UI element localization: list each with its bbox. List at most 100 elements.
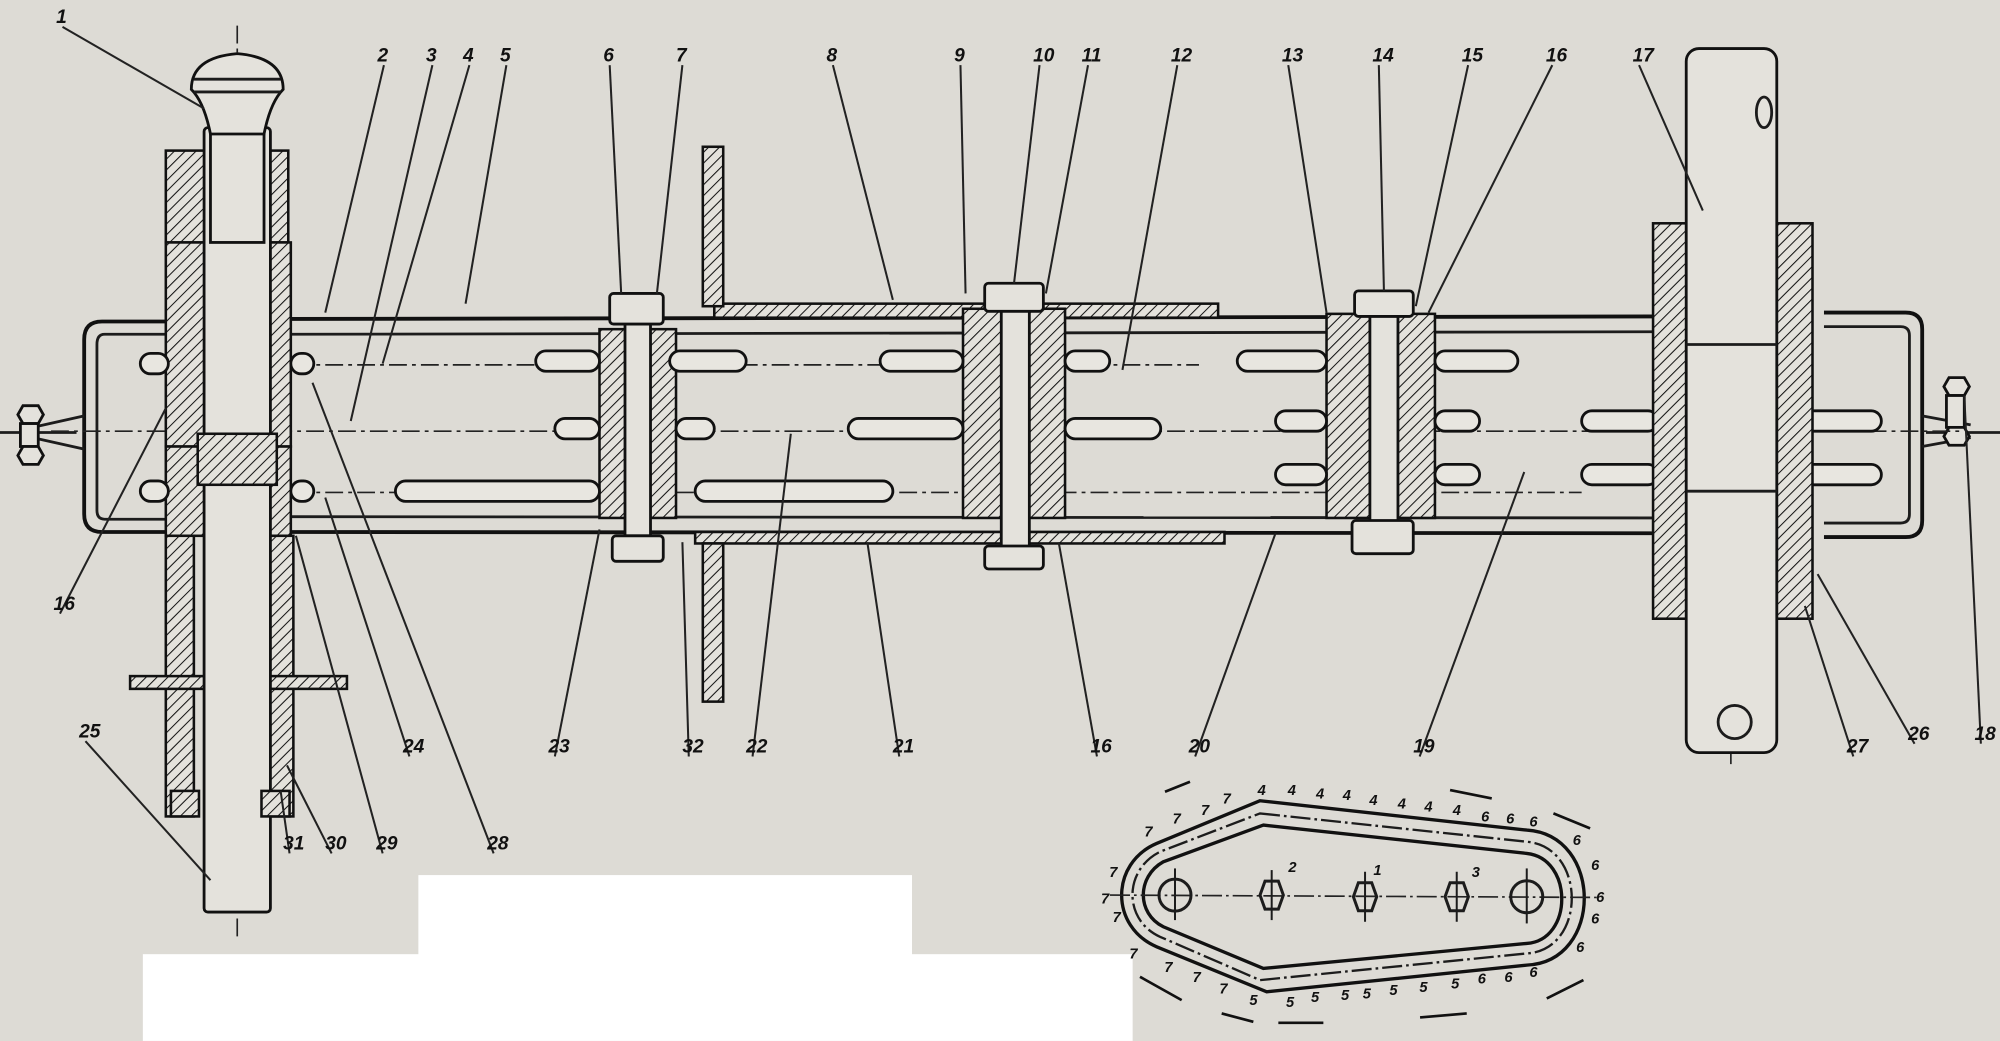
leader-line xyxy=(1638,64,1704,211)
callout-number: 29 xyxy=(375,834,398,855)
intermediate-shaft-3 xyxy=(1325,289,1437,556)
tooth-count-label: 4 xyxy=(1452,803,1461,819)
pin xyxy=(1433,349,1520,373)
tooth-count-label: 6 xyxy=(1591,858,1600,874)
callout-number: 3 xyxy=(426,45,437,66)
leader-line xyxy=(681,542,690,757)
leader-line xyxy=(1816,573,1916,745)
sprocket-label: 2 xyxy=(1287,860,1296,876)
callout-number: 6 xyxy=(603,45,614,66)
tooth-count-label: 5 xyxy=(1389,983,1398,999)
leader-line xyxy=(1044,64,1090,294)
pin xyxy=(693,479,895,503)
tooth-count-label: 7 xyxy=(1144,825,1153,841)
tooth-count-label: 6 xyxy=(1573,833,1582,849)
sprocket-end-right xyxy=(1509,868,1545,924)
callout-number: 8 xyxy=(827,45,838,66)
pin xyxy=(1063,417,1163,441)
leader-line xyxy=(324,497,411,757)
pin xyxy=(1580,462,1660,487)
sprocket-3: 3 xyxy=(1443,865,1480,922)
pin xyxy=(1433,409,1481,433)
tooth-count-label: 5 xyxy=(1249,993,1258,1009)
pin xyxy=(1274,462,1328,487)
output-sprocket xyxy=(1651,47,1814,755)
sprocket-label: 3 xyxy=(1472,865,1480,881)
tooth-count-label: 6 xyxy=(1596,890,1605,906)
tooth-count-label: 5 xyxy=(1363,986,1372,1002)
leader-line xyxy=(464,64,508,304)
callout-number: 27 xyxy=(1846,737,1870,758)
leader-line xyxy=(1418,471,1526,757)
pin xyxy=(1235,349,1328,373)
leader-line xyxy=(608,65,623,294)
callout-number: 4 xyxy=(462,45,474,66)
intermediate-shaft-1 xyxy=(598,292,678,563)
callout-number: 11 xyxy=(1082,45,1102,66)
tooth-count-label: 5 xyxy=(1419,980,1428,996)
leader-line xyxy=(1414,64,1470,307)
tooth-count-label: 7 xyxy=(1173,811,1182,827)
leader-line xyxy=(959,65,967,294)
tooth-count-label: 6 xyxy=(1591,911,1600,927)
callout-number: 16 xyxy=(54,594,76,615)
leader-line xyxy=(1803,605,1855,757)
pin xyxy=(534,349,601,373)
arrow-icon xyxy=(1221,1012,1254,1024)
callout-number: 24 xyxy=(402,737,425,758)
pin xyxy=(846,417,965,441)
leader-line xyxy=(349,64,434,422)
intermediate-shaft-2 xyxy=(961,281,1067,571)
pin xyxy=(138,479,170,503)
leader-line xyxy=(61,25,205,110)
chain-pins xyxy=(138,349,1883,503)
leader-line xyxy=(294,535,384,854)
tooth-count-label: 7 xyxy=(1201,803,1210,819)
leader-line xyxy=(1427,64,1554,314)
leader-line xyxy=(831,64,894,301)
leader-line xyxy=(279,790,291,854)
callout-number: 9 xyxy=(954,45,965,66)
tooth-count-label: 4 xyxy=(1397,796,1406,812)
pin xyxy=(289,352,316,376)
callout-number: 1 xyxy=(56,7,67,28)
tooth-count-label: 6 xyxy=(1478,971,1487,987)
angle-bracket xyxy=(701,145,725,703)
callout-number: 23 xyxy=(547,737,570,758)
tooth-count-label: 7 xyxy=(1219,981,1228,997)
leader-line xyxy=(1057,542,1098,757)
callout-number: 17 xyxy=(1633,45,1656,66)
leader-line xyxy=(324,64,385,313)
tooth-count-label: 7 xyxy=(1113,910,1122,926)
tooth-count-label: 4 xyxy=(1257,783,1266,799)
tooth-count-label: 7 xyxy=(1223,791,1232,807)
leader-line xyxy=(1194,532,1277,757)
pin xyxy=(553,417,601,441)
tooth-count-label: 6 xyxy=(1529,965,1538,981)
leader-line xyxy=(381,64,471,364)
arrow-icon xyxy=(1164,780,1191,793)
leader-line xyxy=(655,65,684,294)
callout-number: 7 xyxy=(676,45,688,66)
callout-number: 19 xyxy=(1413,737,1435,758)
knob xyxy=(189,52,285,136)
callout-number: 22 xyxy=(745,737,768,758)
tooth-count-label: 7 xyxy=(1164,960,1173,976)
leader-line xyxy=(1013,65,1041,284)
pin xyxy=(289,479,316,503)
tooth-count-label: 5 xyxy=(1341,988,1350,1004)
pin xyxy=(1580,409,1660,433)
arrow-icon xyxy=(1546,978,1585,1000)
tooth-count-label: 4 xyxy=(1423,800,1432,816)
callout-number: 16 xyxy=(1546,45,1568,66)
leader-line xyxy=(1377,65,1385,291)
input-shaft-assembly xyxy=(128,52,349,914)
tooth-count-label: 7 xyxy=(1129,946,1138,962)
pin xyxy=(668,349,748,373)
sprocket-1: 2 xyxy=(1258,860,1297,921)
arrow-icon xyxy=(1419,1012,1467,1019)
callout-number: 2 xyxy=(377,45,389,66)
